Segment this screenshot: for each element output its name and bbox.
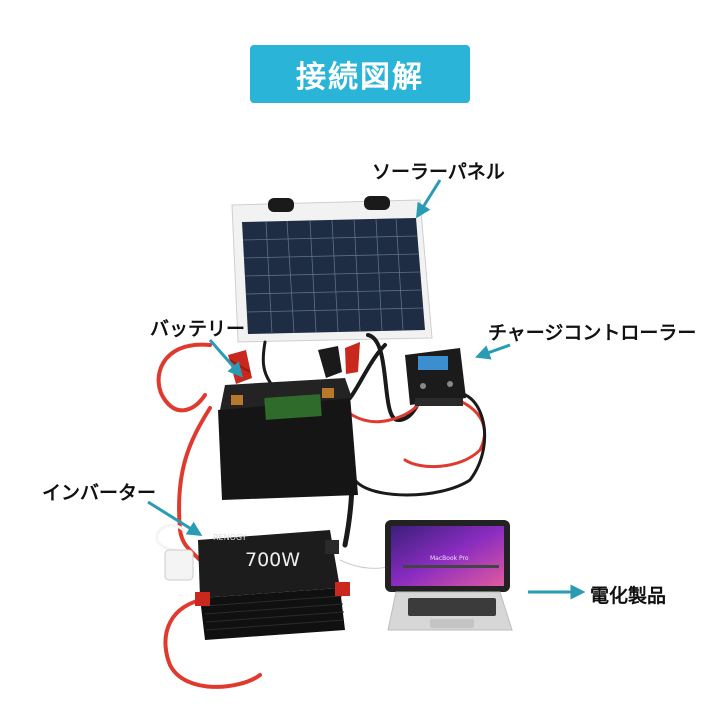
title-banner: 接続図解 (250, 45, 470, 103)
charge-controller (405, 348, 466, 406)
label-solar-panel: ソーラーパネル (372, 161, 505, 183)
solar-panel (231, 196, 433, 343)
label-arrows (147, 179, 586, 600)
inverter-brand: RENOGY (213, 533, 247, 542)
diagram-title: 接続図解 (296, 60, 424, 95)
inverter: RENOGY 700W (164, 530, 350, 640)
arrow-charge-controller (474, 343, 511, 360)
arrow-solar-panel (416, 179, 442, 219)
arrow-inverter (147, 500, 203, 536)
battery-clamps (228, 342, 360, 384)
label-charge-controller: チャージコントローラー (488, 322, 697, 344)
laptop-screen-text: MacBook Pro (430, 555, 469, 562)
label-battery: バッテリー (150, 318, 246, 340)
battery (218, 378, 358, 500)
label-device: 電化製品 (590, 585, 667, 607)
arrow-battery (208, 339, 243, 378)
laptop: MacBook Pro (385, 520, 513, 631)
label-inverter: インバーター (42, 482, 157, 504)
laptop-keyboard (403, 565, 499, 568)
inverter-rating: 700W (245, 549, 300, 571)
